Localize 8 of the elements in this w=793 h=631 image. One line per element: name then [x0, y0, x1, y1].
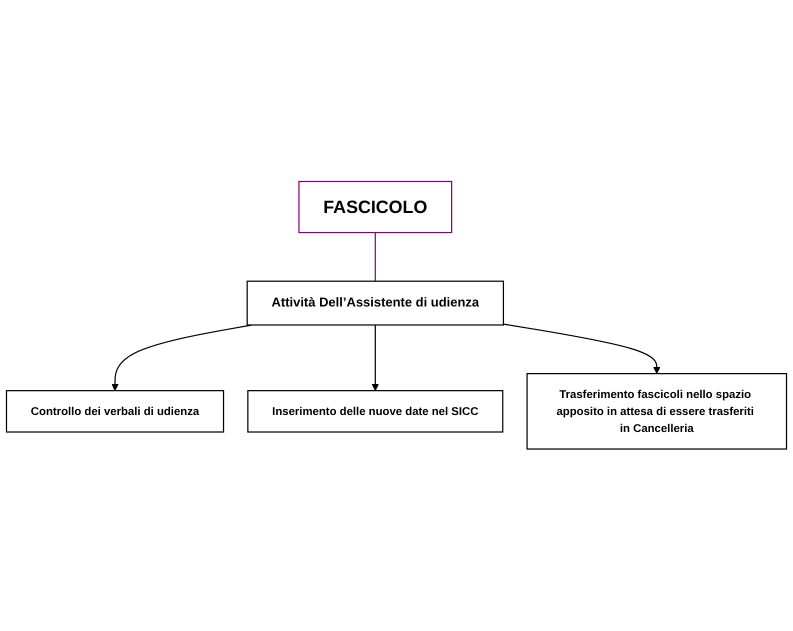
node-box: Controllo dei verbali di udienza [6, 390, 224, 433]
node-box: FASCICOLO [298, 181, 452, 234]
node-box: Attività Dell’Assistente di udienza [246, 280, 504, 326]
node-box: Trasferimento fascicoli nello spazio apposito in attesa di essere trasferiti in Cancelleria [526, 373, 788, 450]
arrow [372, 325, 379, 392]
node-box: Inserimento delle nuove date nel SICC [247, 390, 504, 433]
connector [374, 232, 376, 282]
arrow [503, 324, 660, 374]
